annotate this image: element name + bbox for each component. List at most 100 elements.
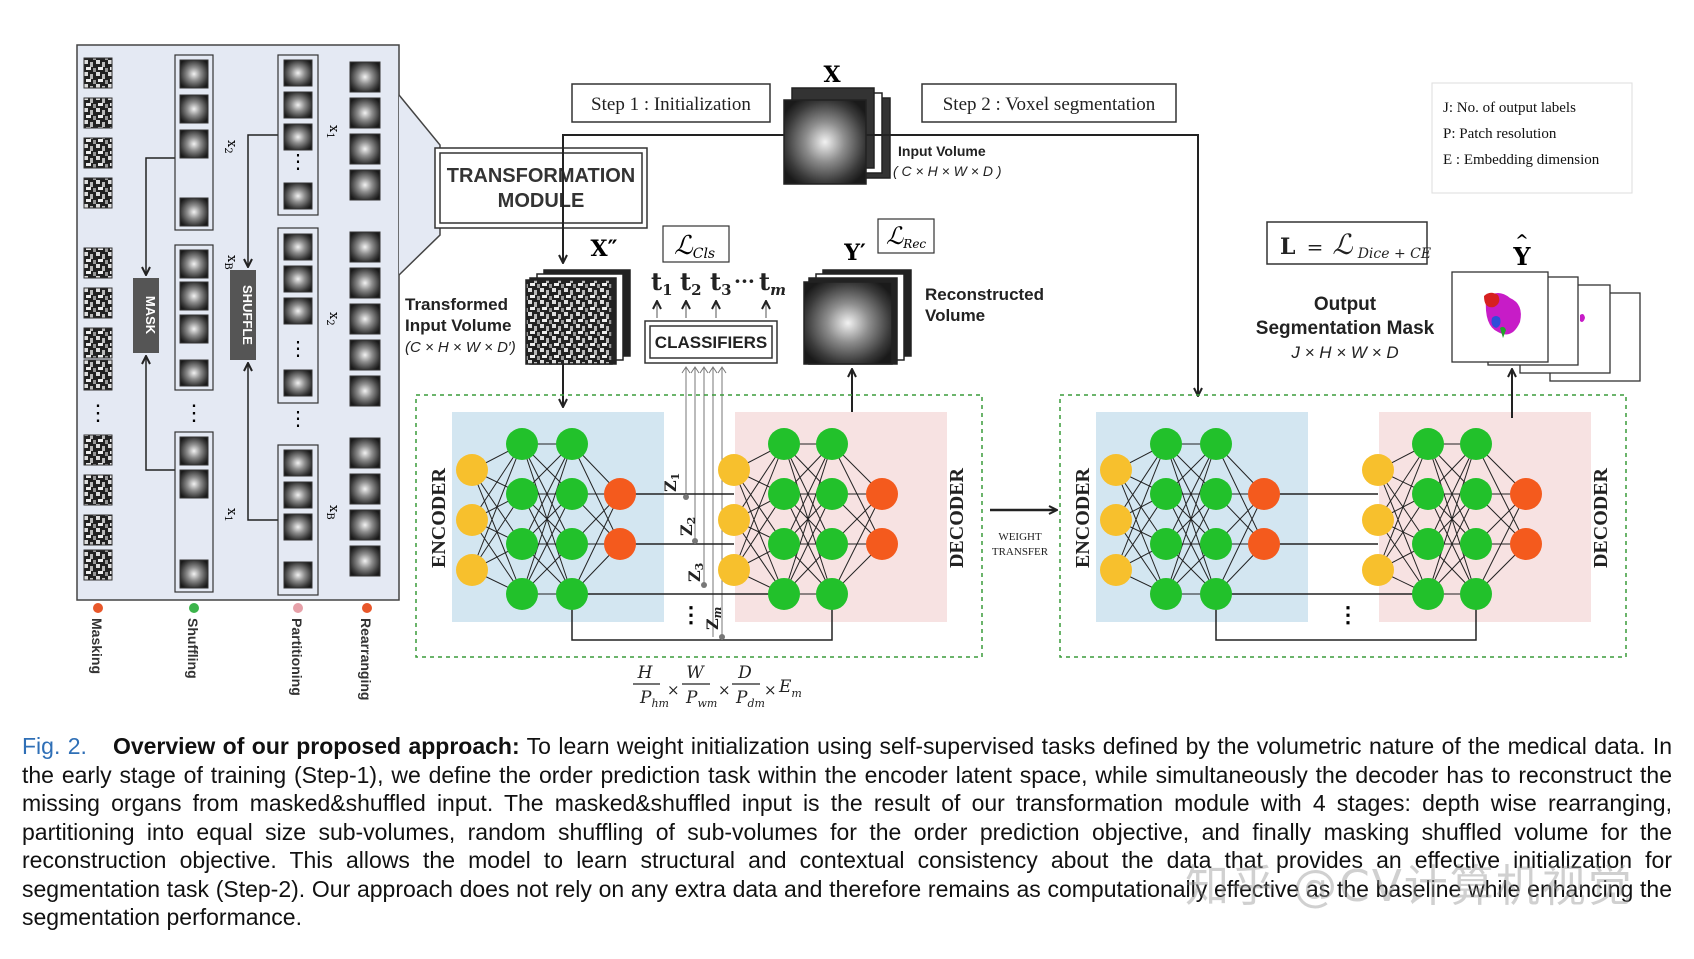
loss-rec-box	[877, 218, 935, 254]
shuffle-label: SHUFFLE	[240, 285, 255, 345]
edge	[521, 443, 573, 595]
edge	[1165, 493, 1217, 595]
shuffle-x1: x1	[222, 508, 239, 522]
bottom-skip-connection	[571, 608, 833, 641]
edge	[1215, 493, 1265, 595]
latent-formula: H Phm × W Pwm × D Pdm × Em	[633, 663, 802, 710]
output-mask-organs	[1484, 292, 1585, 338]
step2-network-graph	[1100, 428, 1542, 641]
latent-tap	[692, 538, 698, 544]
token-dots: ···	[734, 269, 755, 293]
dec-h2-node	[1460, 528, 1492, 560]
input-volume-dims: ( C × H × W × D )	[893, 163, 1002, 179]
enc-h1-node	[506, 578, 538, 610]
enc-in-node	[456, 554, 488, 586]
net1-latent-dots	[683, 494, 725, 640]
enc-in-node	[1100, 504, 1132, 536]
shuffle-dots: ⋮	[183, 400, 205, 425]
dec-h1-node	[768, 428, 800, 460]
dec-h2-node	[1460, 578, 1492, 610]
mask-box	[133, 278, 159, 353]
enc-h2-node	[1200, 428, 1232, 460]
svg-text:×: ×	[667, 681, 680, 699]
shuffled-groups	[174, 54, 214, 593]
svg-text:Pdm: Pdm	[735, 688, 765, 710]
transformed-dims: (C × H × W × D′)	[405, 339, 516, 356]
loss-cls-box	[662, 225, 730, 263]
step2-box	[921, 83, 1177, 123]
legend-box	[1431, 82, 1633, 194]
edge	[733, 443, 785, 571]
caption-body: To learn weight initialization using sel…	[22, 733, 1672, 930]
edge	[1165, 443, 1217, 545]
output-symbol: Y	[1512, 242, 1531, 271]
svg-text:×: ×	[764, 681, 777, 699]
stage-partitioning: Partitioning	[289, 618, 305, 696]
enc-h1-node	[1150, 578, 1182, 610]
enc-h2-node	[556, 428, 588, 460]
masking-dot	[93, 603, 103, 613]
stage-shuffling: Shuffling	[185, 618, 201, 679]
enc-out-node	[1248, 478, 1280, 510]
enc-h1-node	[506, 478, 538, 510]
enc-out-node	[1248, 528, 1280, 560]
dec-h2-node	[816, 578, 848, 610]
edge	[783, 443, 833, 545]
output-hat: ^	[1515, 231, 1528, 250]
svg-text:D: D	[737, 663, 752, 683]
dec-in-node	[718, 504, 750, 536]
enc-in-node	[1100, 454, 1132, 486]
input-volume-symbol: X	[823, 62, 841, 88]
enc-h1-node	[506, 528, 538, 560]
partition-dots-1: ⋮	[288, 151, 308, 173]
legend-J: J: No. of output labels	[1443, 100, 1576, 116]
dec-h2-node	[816, 428, 848, 460]
step1-flow-line	[563, 134, 784, 262]
transformed-stack	[525, 269, 631, 365]
enc-h1-node	[1150, 428, 1182, 460]
masked-slices	[83, 57, 113, 581]
latent-tap	[701, 582, 707, 588]
shuffle-xB: xB	[222, 255, 239, 270]
enc-h2-node	[1200, 478, 1232, 510]
enc-h2-node	[1200, 578, 1232, 610]
partition-xB: xB	[324, 505, 341, 520]
latent-arrowheads	[681, 366, 727, 374]
caption-fig-number: Fig. 2.	[22, 733, 87, 759]
enc-h1-node	[1150, 478, 1182, 510]
latent-labels: Z1 Z2 Z3 Zm	[661, 473, 724, 630]
svg-text:Pwm: Pwm	[685, 688, 717, 710]
rearranged-slices	[349, 61, 381, 577]
net2-nodes	[1100, 428, 1542, 610]
enc-h2-node	[556, 478, 588, 510]
enc-h2-node	[556, 578, 588, 610]
classifiers-box	[649, 325, 773, 359]
enc-in-node	[456, 454, 488, 486]
legend-P: P: Patch resolution	[1443, 126, 1557, 142]
partition-dots-3: ⋮	[288, 408, 308, 430]
edge	[783, 443, 833, 595]
partition-dots-2: ⋮	[288, 338, 308, 360]
dec-h1-node	[768, 528, 800, 560]
edge	[1427, 443, 1477, 595]
loss-rec: ℒRec	[886, 222, 926, 251]
net1-nodes	[456, 428, 898, 610]
dec-in-node	[1362, 454, 1394, 486]
dec-in-node	[1362, 554, 1394, 586]
token-tm: tm	[759, 267, 786, 299]
stage-panel: ⋮ MASK x2 xB x1 ⋮ SHUFFLE	[76, 44, 441, 700]
edge	[783, 493, 833, 595]
latent-z1: Z1	[661, 473, 682, 492]
loss-seg: L = ℒ Dice + CE	[1280, 228, 1431, 262]
enc-in-node	[456, 504, 488, 536]
method-overview-figure: ⋮ MASK x2 xB x1 ⋮ SHUFFLE	[76, 44, 1641, 710]
step1-network-graph	[456, 428, 898, 641]
output-mask-stack	[1451, 271, 1641, 382]
step2-label: Step 2 : Voxel segmentation	[943, 94, 1156, 115]
dec-h2-node	[1460, 428, 1492, 460]
shuffle-x2: x2	[222, 140, 239, 154]
enc-h2-node	[556, 528, 588, 560]
net1-skips	[571, 493, 833, 641]
svg-text:H: H	[637, 663, 654, 683]
latent-zm: Zm	[703, 607, 724, 630]
